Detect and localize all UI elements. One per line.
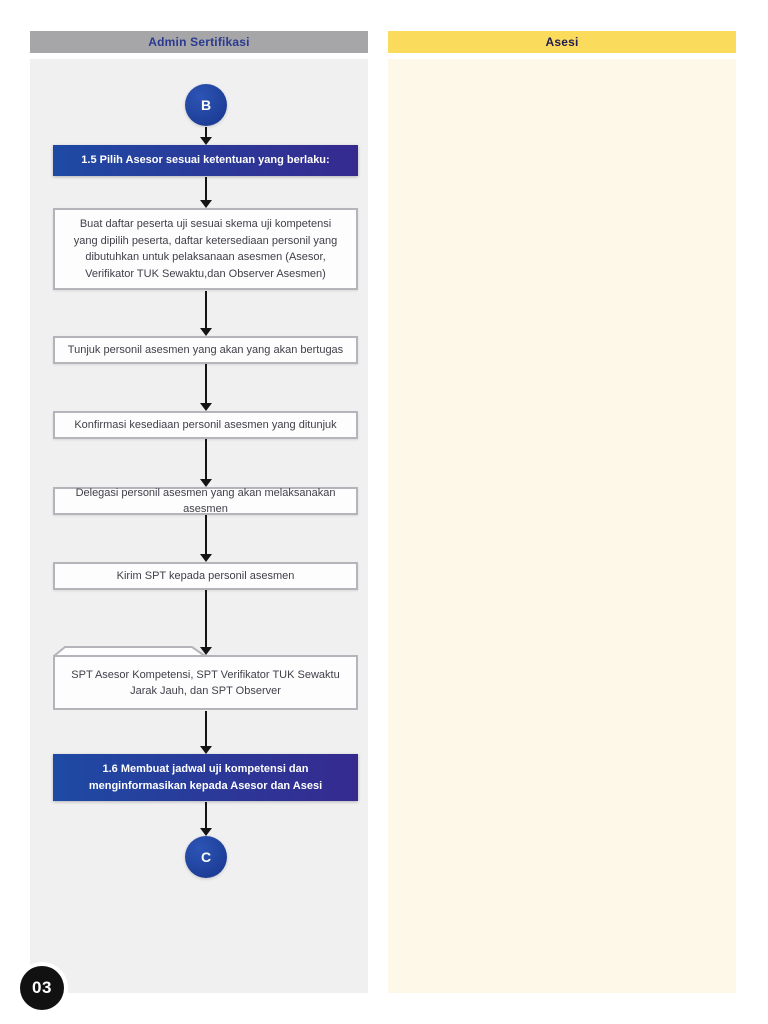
flow-process-box-buat-daftar-label: Buat daftar peserta uji sesuai skema uji…	[73, 218, 338, 280]
column-header-admin-label: Admin Sertifikasi	[148, 35, 250, 49]
flow-step-box-1-5: 1.5 Pilih Asesor sesuai ketentuan yang b…	[53, 145, 358, 176]
flow-arrow	[205, 590, 207, 647]
column-header-admin-sertifikasi: Admin Sertifikasi	[30, 31, 368, 53]
connector-circle-b: B	[185, 84, 227, 126]
column-header-asesi-label: Asesi	[545, 35, 579, 49]
column-header-asesi: Asesi	[388, 31, 736, 53]
document-shape-outline	[53, 646, 358, 710]
flow-process-box-tunjuk-personil-label: Tunjuk personil asesmen yang akan yang a…	[67, 343, 344, 356]
connector-circle-c-label: C	[200, 849, 212, 865]
flow-process-box-delegasi-personil: Delegasi personil asesmen yang akan mela…	[53, 487, 358, 515]
flow-process-box-konfirmasi-kesediaan-label: Konfirmasi kesediaan personil asesmen ya…	[74, 418, 337, 431]
flow-process-box-delegasi-personil-label: Delegasi personil asesmen yang akan mela…	[75, 486, 336, 516]
connector-circle-b-label: B	[200, 97, 212, 113]
flow-step-box-1-5-label: 1.5 Pilih Asesor sesuai ketentuan yang b…	[81, 154, 330, 167]
connector-circle-c: C	[185, 836, 227, 878]
flow-document-box-spt-label: SPT Asesor Kompetensi, SPT Verifikator T…	[71, 668, 340, 698]
flow-arrow	[205, 439, 207, 479]
flow-arrow	[205, 127, 207, 137]
flow-process-box-kirim-spt: Kirim SPT kepada personil asesmen	[53, 562, 358, 590]
flow-step-box-1-6: 1.6 Membuat jadwal uji kompetensi dan me…	[53, 754, 358, 801]
flow-step-box-1-6-label: 1.6 Membuat jadwal uji kompetensi dan me…	[88, 763, 323, 792]
flow-process-box-kirim-spt-label: Kirim SPT kepada personil asesmen	[116, 569, 295, 582]
flow-arrow	[205, 177, 207, 200]
page-number-badge: 03	[20, 966, 64, 1010]
flow-process-box-buat-daftar: Buat daftar peserta uji sesuai skema uji…	[53, 208, 358, 290]
flow-process-box-tunjuk-personil: Tunjuk personil asesmen yang akan yang a…	[53, 336, 358, 364]
flow-arrow	[205, 802, 207, 828]
flow-arrow	[205, 515, 207, 554]
flow-arrow	[205, 364, 207, 403]
flow-document-box-spt: SPT Asesor Kompetensi, SPT Verifikator T…	[53, 646, 358, 710]
flow-arrow	[205, 711, 207, 746]
lane-asesi	[388, 59, 736, 993]
flow-arrow	[205, 291, 207, 328]
flow-process-box-konfirmasi-kesediaan: Konfirmasi kesediaan personil asesmen ya…	[53, 411, 358, 439]
page-number-label: 03	[32, 978, 52, 997]
